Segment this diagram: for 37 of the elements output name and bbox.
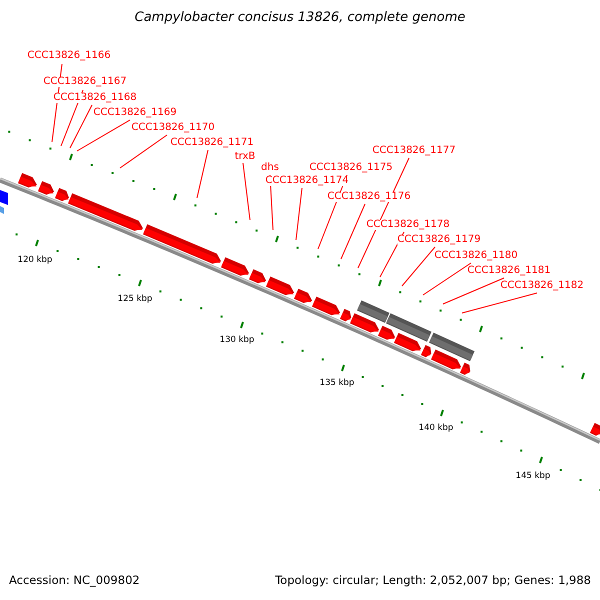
- scale-label: 140 kbp: [418, 424, 454, 432]
- leader-line: [196, 150, 208, 198]
- accession-text: Accession: NC_009802: [9, 575, 140, 586]
- scale-label: 120 kbp: [18, 256, 52, 264]
- leader-line: [120, 134, 168, 168]
- scale-label: 135 kbp: [320, 379, 354, 388]
- gene-label: CCC13826_1181: [467, 266, 551, 276]
- gene-label: CCC13826_1166: [27, 51, 111, 61]
- gene-label: CCC13826_1178: [366, 220, 450, 230]
- gene-label: trxB: [234, 152, 256, 162]
- leader-line: [296, 188, 302, 240]
- leader-line: [442, 278, 504, 304]
- gene-label: CCC13826_1169: [93, 108, 177, 118]
- gene-label: CCC13826_1177: [372, 146, 456, 156]
- gene-label: CCC13826_1182: [500, 281, 584, 291]
- leader-line: [422, 262, 472, 296]
- leader-line: [462, 292, 538, 314]
- scale-label: 130 kbp: [220, 336, 254, 344]
- leader-line: [76, 120, 130, 152]
- gene-label: CCC13826_1171: [170, 138, 254, 148]
- gene-label: CCC13826_1170: [131, 123, 215, 133]
- leader-line: [340, 204, 366, 260]
- gene-label: CCC13826_1176: [327, 192, 411, 202]
- gene-label: CCC13826_1180: [434, 251, 518, 261]
- title: Campylobacter concisus 13826, complete genome: [134, 11, 466, 24]
- gene-label: CCC13826_1179: [397, 235, 481, 245]
- gene-label: CCC13826_1168: [53, 93, 137, 103]
- gene-label: dhs: [261, 163, 279, 173]
- leader-line: [242, 162, 250, 220]
- scale-label: 145 kbp: [516, 472, 550, 480]
- genome-summary-text: Topology: circular; Length: 2,052,007 bp; Genes: 1,988: [275, 575, 591, 586]
- leader-line: [402, 246, 436, 286]
- gene-label: CCC13826_1167: [43, 77, 127, 87]
- scale-label: 125 kbp: [118, 295, 152, 304]
- leader-line: [70, 104, 92, 148]
- gene-label: CCC13826_1175: [309, 163, 393, 173]
- gene-label: CCC13826_1174: [265, 176, 349, 186]
